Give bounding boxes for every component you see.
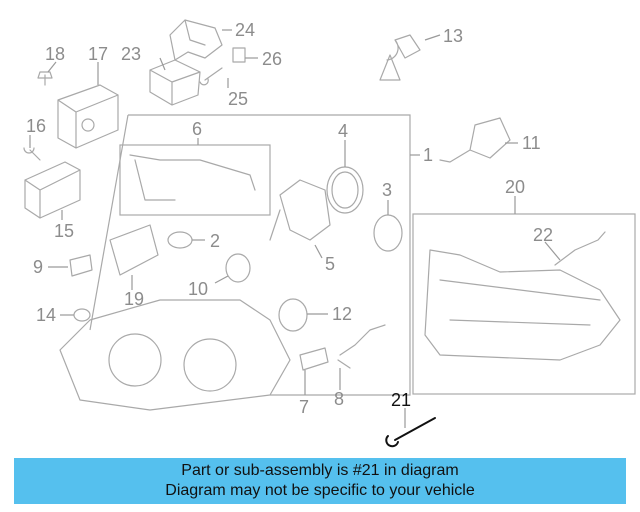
callout-23[interactable]: 23 — [121, 44, 141, 64]
callout-10[interactable]: 10 — [188, 279, 208, 299]
screw-16 — [23, 147, 41, 161]
socket-12 — [278, 298, 308, 332]
headlamp-lens-left — [108, 333, 162, 387]
callout-13[interactable]: 13 — [443, 26, 463, 46]
screw-18 — [37, 71, 53, 86]
control-unit-15 — [24, 161, 81, 219]
bulb-9 — [69, 254, 93, 277]
callout-18[interactable]: 18 — [45, 44, 65, 64]
callout-7[interactable]: 7 — [299, 397, 309, 417]
callout-24[interactable]: 24 — [235, 20, 255, 40]
callout-19[interactable]: 19 — [124, 289, 144, 309]
callout-12[interactable]: 12 — [332, 304, 352, 324]
bolt-21 — [385, 417, 436, 448]
callout-3[interactable]: 3 — [382, 180, 392, 200]
bulb-7 — [299, 347, 329, 371]
callout-4[interactable]: 4 — [338, 121, 348, 141]
harness-8 — [337, 324, 386, 369]
callout-5[interactable]: 5 — [325, 254, 335, 274]
assembly-frame — [89, 114, 411, 396]
subassembly-frame-20 — [412, 213, 636, 395]
bracket-24 — [169, 19, 223, 61]
motor-5 — [269, 179, 331, 241]
bracket-20 — [424, 249, 621, 361]
cover-19 — [109, 224, 159, 276]
screw-25 — [199, 67, 223, 86]
socket-10 — [225, 253, 251, 283]
callout-16[interactable]: 16 — [26, 116, 46, 136]
callout-26[interactable]: 26 — [262, 49, 282, 69]
callout-8[interactable]: 8 — [334, 389, 344, 409]
wire-22 — [554, 231, 606, 266]
ring-4-inner — [331, 171, 359, 209]
callout-21[interactable]: 21 — [391, 390, 411, 410]
cap-2 — [167, 231, 193, 249]
callout-17[interactable]: 17 — [88, 44, 108, 64]
grommet-14 — [73, 308, 91, 322]
callout-1[interactable]: 1 — [423, 145, 433, 165]
headlamp-lens-right — [183, 338, 237, 392]
level-sensor-6 — [129, 154, 256, 201]
info-banner: Part or sub-assembly is #21 in diagram D… — [14, 458, 626, 504]
ballast-17-port — [81, 118, 95, 132]
callout-22[interactable]: 22 — [533, 225, 553, 245]
parts-diagram: 1 2 3 4 5 6 7 8 9 10 11 12 13 14 15 16 1… — [23, 19, 636, 448]
callout-6[interactable]: 6 — [192, 119, 202, 139]
callout-14[interactable]: 14 — [36, 305, 56, 325]
bulb-13 — [379, 34, 421, 81]
headlamp-housing — [59, 299, 291, 411]
seal-3 — [373, 214, 403, 252]
ballast-17 — [57, 84, 119, 149]
callout-20[interactable]: 20 — [505, 177, 525, 197]
callout-2[interactable]: 2 — [210, 231, 220, 251]
subassembly-frame-6 — [119, 144, 271, 216]
callout-11[interactable]: 11 — [522, 133, 541, 153]
callout-9[interactable]: 9 — [33, 257, 43, 277]
clip-26 — [232, 47, 246, 63]
xenon-bulb-11 — [439, 117, 511, 163]
leader-lines — [29, 29, 561, 428]
callout-25[interactable]: 25 — [228, 89, 248, 109]
banner-line-disclaimer: Diagram may not be specific to your vehi… — [165, 482, 475, 499]
callout-15[interactable]: 15 — [54, 221, 74, 241]
banner-line-part: Part or sub-assembly is #21 in diagram — [181, 462, 459, 479]
module-23 — [149, 59, 201, 106]
